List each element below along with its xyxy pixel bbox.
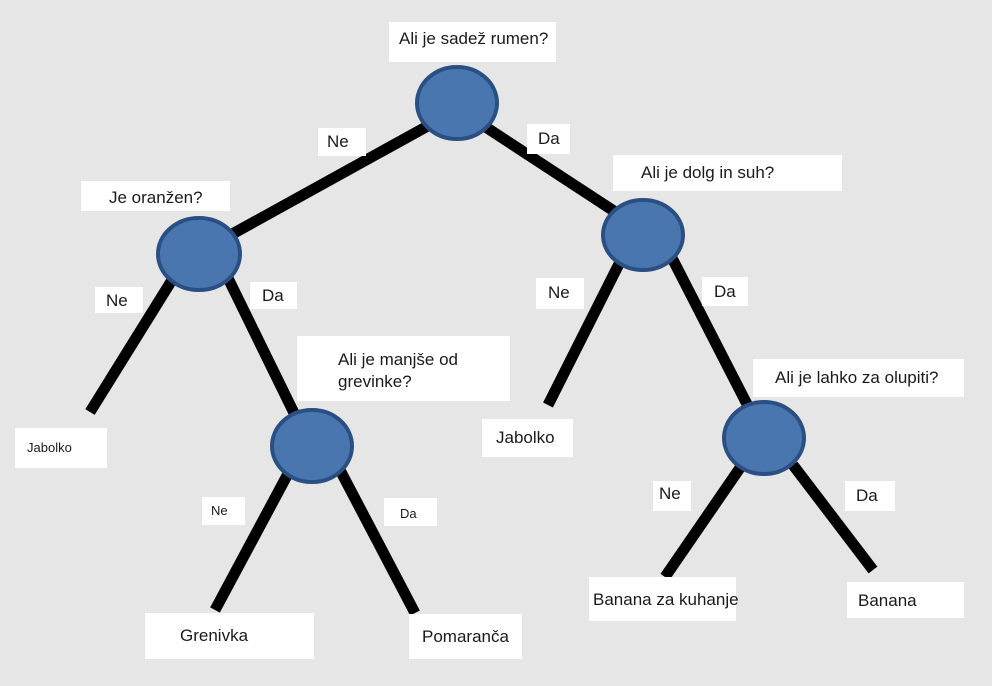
edge-orange-to-apple (85, 269, 182, 415)
question-smaller-label: Ali je manjše od grevinke? (297, 336, 510, 401)
branch-smaller-no-label: Ne (202, 497, 245, 525)
leaf-apple-left-label: Jabolko (15, 428, 107, 468)
branch-peel-yes-label: Da (845, 481, 895, 511)
edge-peelable-to-cooking-banana (660, 461, 747, 581)
branch-orange-no-label: Ne (95, 287, 143, 313)
edges (85, 117, 878, 616)
edge-peelable-to-banana (788, 461, 878, 574)
node-long-dry (601, 198, 685, 272)
question-long-dry-label: Ali je dolg in suh? (613, 155, 842, 191)
leaf-banana-label: Banana (847, 582, 964, 618)
branch-long-no-label: Ne (536, 278, 584, 309)
branch-root-yes-label: Da (527, 124, 570, 154)
node-peelable (722, 400, 806, 476)
edge-orange-to-smaller (220, 269, 300, 418)
leaf-grapefruit-label: Grenivka (145, 613, 314, 659)
leaf-cooking-banana-label: Banana za kuhanje (589, 577, 739, 621)
branch-long-yes-label: Da (702, 277, 748, 306)
edge-root-to-long (474, 117, 624, 220)
edge-long-to-apple (543, 255, 627, 408)
question-peelable-label: Ali je lahko za olupiti? (753, 359, 964, 397)
branch-smaller-yes-label: Da (384, 498, 437, 526)
question-root-label: Ali je sadež rumen? (389, 22, 556, 62)
branch-orange-yes-label: Da (250, 282, 297, 309)
edge-root-to-orange (222, 117, 438, 243)
node-root (415, 65, 499, 141)
node-smaller (270, 408, 354, 484)
leaf-orange-fruit-label: Pomaranča (409, 614, 522, 659)
edge-smaller-to-grapefruit (210, 467, 295, 613)
question-orange-label: Je oranžen? (81, 181, 230, 211)
edge-smaller-to-orange-fruit (335, 467, 420, 616)
leaf-apple-right-label: Jabolko (482, 419, 573, 457)
node-orange (156, 216, 242, 292)
branch-peel-no-label: Ne (653, 481, 691, 511)
branch-root-no-label: Ne (318, 128, 366, 156)
edge-long-to-peelable (667, 255, 755, 413)
nodes (156, 65, 806, 484)
